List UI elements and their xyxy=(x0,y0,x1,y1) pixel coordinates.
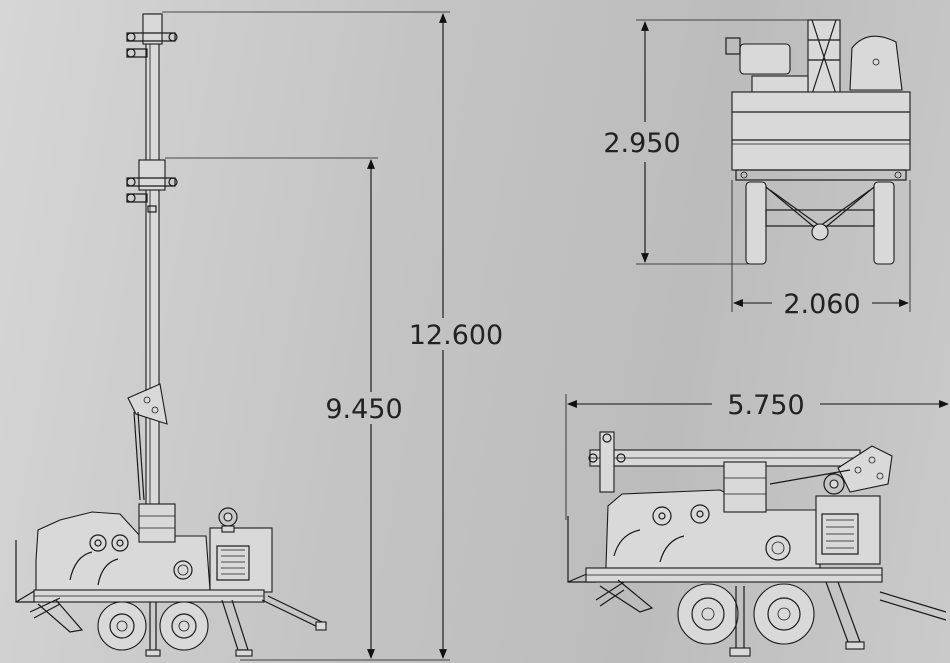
dimension-label-12600: 12.600 xyxy=(409,320,503,351)
dimension-label-2060: 2.060 xyxy=(783,289,860,320)
side-outriggers xyxy=(29,595,328,657)
side-wheels xyxy=(97,601,209,651)
dimension-label-2950: 2.950 xyxy=(603,128,680,159)
dimension-total-height: 12.600 xyxy=(162,11,503,661)
dimension-front-height: 2.950 xyxy=(603,19,810,265)
dimension-label-5750: 5.750 xyxy=(727,390,804,421)
side-body xyxy=(15,503,273,603)
side-view-stowed xyxy=(567,431,947,657)
dimension-front-width: 2.060 xyxy=(731,180,911,320)
dimension-lower-height: 9.450 xyxy=(165,157,403,659)
side-view-raised xyxy=(15,13,328,657)
dimension-label-9450: 9.450 xyxy=(325,394,402,425)
front-view xyxy=(725,19,911,265)
dimension-stowed-length: 5.750 xyxy=(565,390,949,520)
telescopic-mast xyxy=(126,13,178,515)
